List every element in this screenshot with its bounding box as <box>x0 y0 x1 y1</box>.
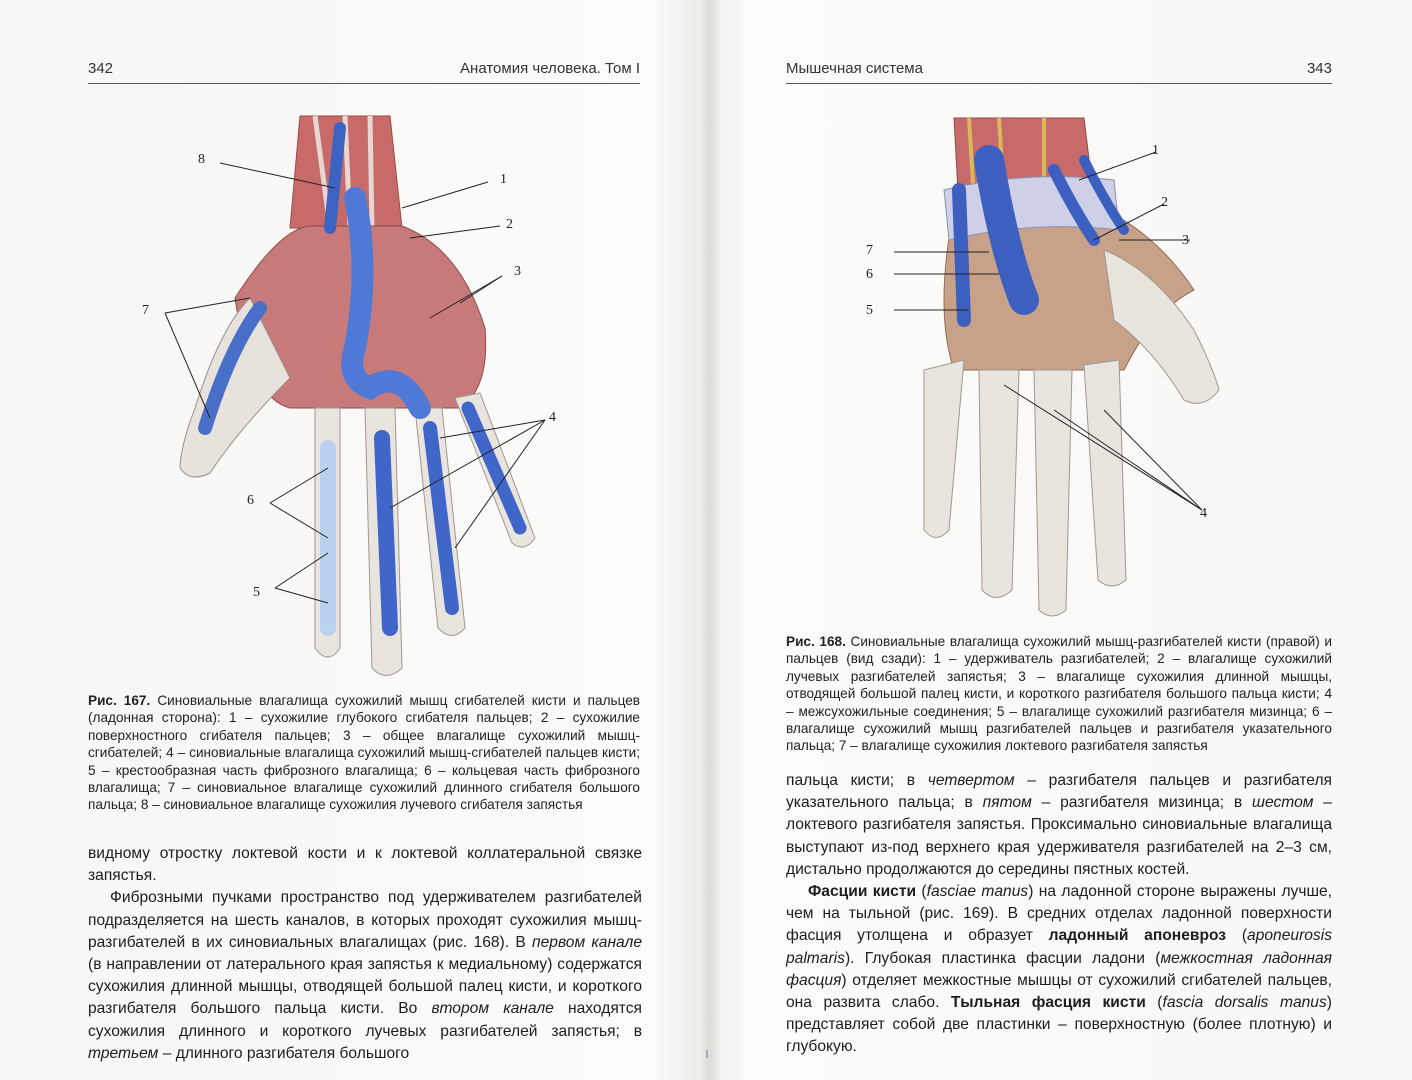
left-page: 342 Анатомия человека. Том I <box>88 58 642 1065</box>
text-run: – длинного разгибателя большого <box>158 1044 410 1062</box>
text-run: ( <box>1226 927 1248 945</box>
body-text: видному отростку локтевой кости и к локт… <box>88 843 642 1065</box>
italic-term: aponeurosis palmaris <box>786 927 1332 967</box>
right-page: Мышечная система 343 <box>706 0 1412 1080</box>
bold-term: Фасции кисти <box>808 883 917 901</box>
paragraph: Фасции кисти (fasciae manus) на ладонной… <box>786 881 1332 1059</box>
paragraph: Фиброзными пучками пространство под удер… <box>88 887 642 1065</box>
text-run: – локтевого разгибателя запястья. Прокси… <box>786 794 1332 878</box>
page-number: 343 <box>1306 60 1332 77</box>
figure-callout: 4 <box>1200 506 1207 521</box>
text-run: – разгибателя пальцев и разгибателя указ… <box>786 772 1332 812</box>
italic-term: втором канале <box>431 1000 554 1018</box>
italic-term: третьем <box>88 1044 159 1062</box>
figure-callout: 4 <box>549 410 556 425</box>
running-title: Анатомия человека. Том I <box>460 60 640 77</box>
caption-text: Синовиальные влагалища сухожилий мышц-ра… <box>786 634 1332 754</box>
caption-label: Рис. 167. <box>88 693 151 708</box>
italic-term: fasciae manus <box>926 883 1029 901</box>
figure-callout: 6 <box>866 267 873 282</box>
paragraph: пальца кисти; в четвертом – разгибателя … <box>786 770 1332 881</box>
body-text: пальца кисти; в четвертом – разгибателя … <box>786 770 1332 1059</box>
text-run: ) на ладонной стороне выражены лучше, че… <box>786 883 1332 945</box>
caption-text: Синовиальные влагалища сухожилий мышц сг… <box>88 693 641 813</box>
page-header: 342 Анатомия человека. Том I <box>88 58 640 84</box>
text-run: пальца кисти; в <box>786 772 928 789</box>
text-run: Фиброзными пучками пространство под удер… <box>88 889 642 951</box>
text-run: находятся сухожилия длинного и короткого… <box>88 1000 643 1040</box>
text-run: (в направлении от латерального края запя… <box>88 956 642 1018</box>
text-run: – разгибателя мизинца; в <box>1031 794 1253 812</box>
text-run: ) отделяет межкостные мышцы от сухожилий… <box>786 971 1332 1012</box>
running-title: Мышечная система <box>786 60 923 77</box>
italic-term: пятом <box>982 794 1032 812</box>
figure-callout: 6 <box>247 493 254 508</box>
page-mark <box>706 1050 708 1058</box>
dorsal-hand-illustration <box>894 117 1220 617</box>
book-gutter <box>700 0 720 1080</box>
italic-term: четвертом <box>927 772 1015 789</box>
figure-callout: 7 <box>142 303 149 318</box>
figure-callout: 7 <box>866 243 873 258</box>
page-header: Мышечная система 343 <box>786 58 1332 84</box>
italic-term: fascia dorsalis manus <box>1162 994 1327 1012</box>
page-number: 342 <box>88 60 114 77</box>
bold-term: Тыльная фасция кисти <box>950 994 1146 1012</box>
paragraph: видному отростку локтевой кости и к локт… <box>88 843 642 887</box>
figure-callout: 8 <box>198 152 205 167</box>
caption-label: Рис. 168. <box>786 634 846 649</box>
figure-callout: 5 <box>866 303 873 318</box>
paragraph-text: видному отростку локтевой кости и к локт… <box>88 845 642 885</box>
figure-callout: 1 <box>1152 143 1159 158</box>
figure-caption: Рис. 168. Синовиальные влагалища сухожил… <box>786 633 1332 755</box>
header-rule <box>786 83 1332 84</box>
figure-callout: 5 <box>253 585 260 600</box>
header-rule <box>88 83 640 84</box>
figure-callout: 3 <box>514 264 521 279</box>
figure-callout: 2 <box>506 217 513 232</box>
italic-term: шестом <box>1252 794 1314 812</box>
text-run: ). Глубокая пластинка фасции ладони ( <box>844 949 1161 967</box>
figure-caption: Рис. 167. Синовиальные влагалища сухожил… <box>88 692 640 814</box>
italic-term: первом канале <box>532 933 642 951</box>
text-run: ( <box>1145 994 1163 1012</box>
text-run: ) представляет собой две пластинки – пов… <box>786 994 1332 1056</box>
figure-callout: 2 <box>1161 195 1168 210</box>
figure-callout: 3 <box>1182 233 1189 248</box>
italic-term: межкостная ладонная фасция <box>786 949 1332 989</box>
palmar-hand-illustration <box>164 115 546 676</box>
figure-callout: 1 <box>500 172 507 187</box>
bold-term: ладонный апоневроз <box>1048 927 1227 945</box>
text-run: ( <box>916 883 927 901</box>
